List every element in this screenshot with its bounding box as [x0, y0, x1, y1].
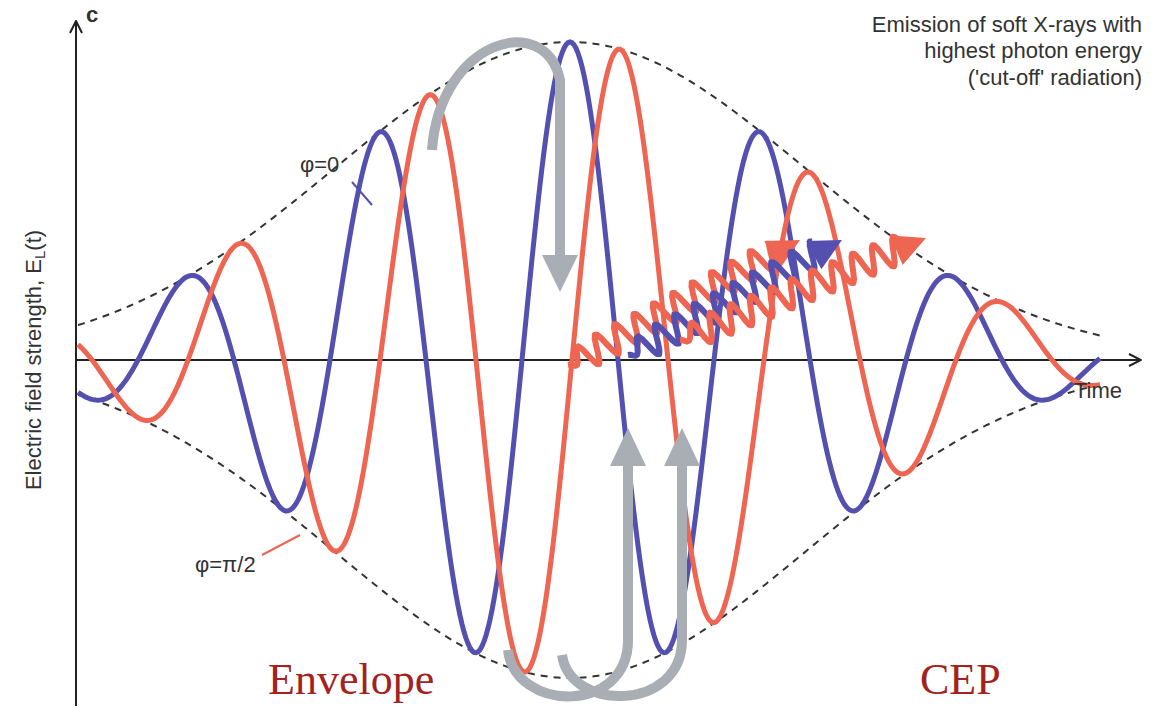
phase-label: φ=0: [300, 152, 339, 177]
note-line: highest photon energy: [872, 38, 1142, 64]
axis-title-part: Electric field strength, E: [21, 259, 46, 490]
note-line: ('cut-off' radiation): [872, 65, 1142, 91]
panel-letter: c: [86, 2, 98, 27]
leader-line: [262, 535, 300, 555]
y-axis: [75, 22, 77, 706]
trajectory-arrowhead: [664, 428, 700, 466]
axis-title-part: (t): [21, 230, 46, 251]
axis-label: Time: [1074, 378, 1122, 403]
xray-emission: [628, 242, 815, 356]
emission-note: Emission of soft X-rays withhighest phot…: [872, 12, 1142, 91]
note-line: Emission of soft X-rays with: [872, 12, 1142, 38]
trajectory-arrowhead: [610, 428, 646, 466]
xray-emission: [680, 237, 899, 342]
envelope-lower: [78, 384, 1100, 678]
electron-trajectory: [432, 42, 560, 258]
leader-line: [352, 182, 372, 205]
carrier-phase-pi-half: [78, 49, 1100, 672]
axis-title: Electric field strength, EL(t): [21, 230, 48, 490]
trajectory-arrowhead: [542, 255, 578, 292]
axis-title-part: L: [31, 251, 48, 259]
electron-trajectory: [562, 462, 682, 696]
xray-emission-head: [890, 236, 926, 266]
caption-word: CEP: [920, 655, 1001, 706]
xray-emission: [568, 241, 774, 366]
phase-label: φ=π/2: [195, 552, 256, 577]
carrier-phase-0: [78, 42, 1100, 653]
caption-word: Envelope: [268, 655, 434, 706]
